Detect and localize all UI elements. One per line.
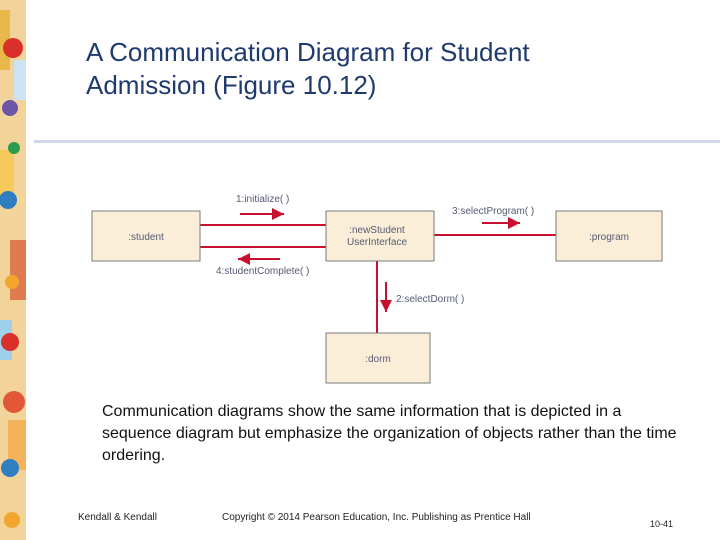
slide-title: A Communication Diagram for Student Admi… — [86, 36, 646, 102]
object-interface-label-line-1: :newStudent — [349, 225, 405, 236]
footer-copyright: Copyright © 2014 Pearson Education, Inc.… — [222, 512, 531, 523]
slide-caption: Communication diagrams show the same inf… — [102, 403, 677, 464]
object-program: :program — [555, 210, 663, 262]
object-interface-label-line-2: UserInterface — [347, 237, 407, 248]
decorative-side-strip-art — [0, 0, 26, 540]
communication-diagram: :student :newStudent UserInterface :prog… — [91, 194, 663, 384]
slide-title-line-2: Admission (Figure 10.12) — [86, 70, 377, 100]
object-student: :student — [91, 210, 201, 262]
decorative-side-strip — [0, 0, 26, 540]
message-select-program: 3:selectProgram( ) — [452, 206, 534, 217]
object-program-label: :program — [589, 232, 629, 243]
footer-authors: Kendall & Kendall — [78, 512, 157, 523]
message-student-complete: 4:studentComplete( ) — [216, 266, 309, 277]
title-divider — [34, 140, 720, 143]
message-select-dorm: 2:selectDorm( ) — [396, 294, 464, 305]
message-initialize: 1:initialize( ) — [236, 194, 289, 205]
object-dorm-label: :dorm — [365, 354, 391, 365]
slide-title-line-1: A Communication Diagram for Student — [86, 37, 530, 67]
object-new-student-interface: :newStudent UserInterface — [325, 210, 435, 262]
footer-page-number: 10-41 — [650, 519, 674, 529]
object-student-label: :student — [128, 232, 164, 243]
object-dorm: :dorm — [325, 332, 431, 384]
